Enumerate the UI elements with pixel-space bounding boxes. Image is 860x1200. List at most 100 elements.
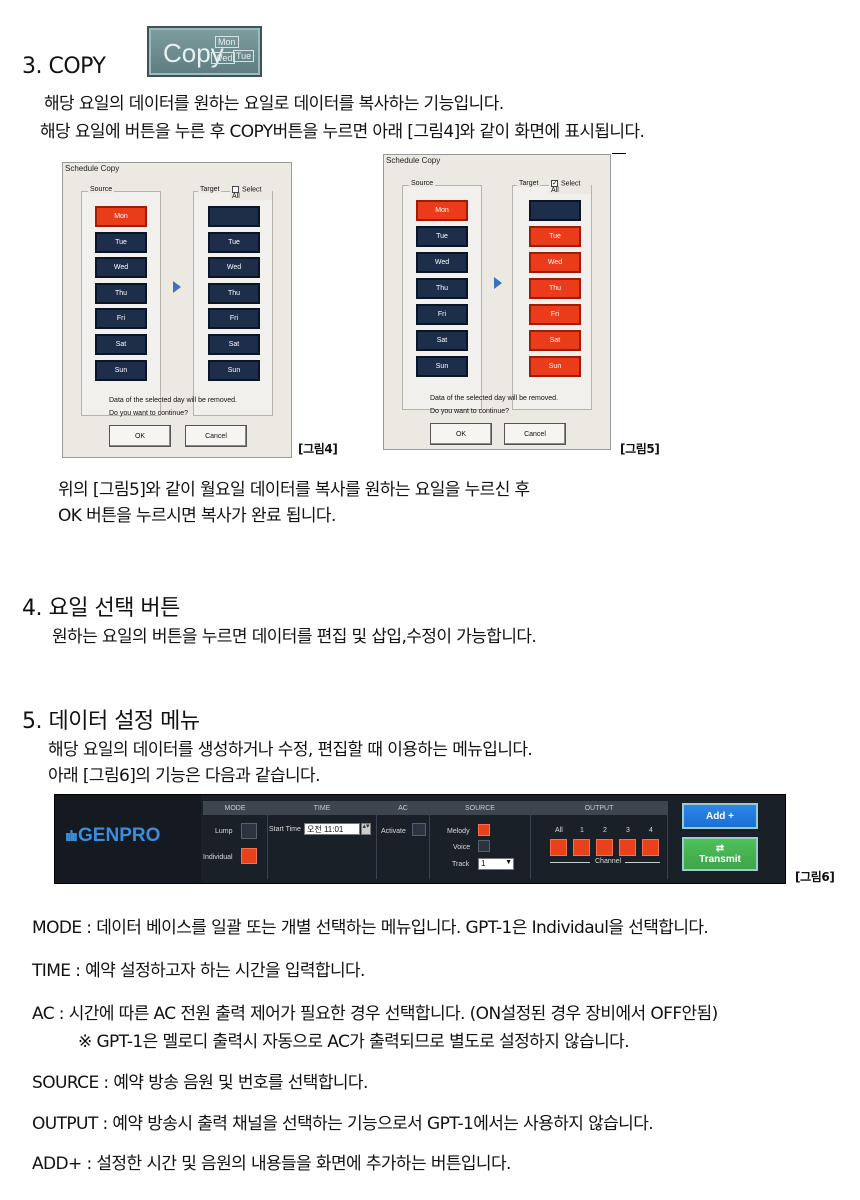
target-day-sat[interactable]: Sat [208,334,260,355]
output-label-4: 4 [649,827,653,834]
source-day-sun[interactable]: Sun [416,356,468,377]
target-day-tue[interactable]: Tue [529,226,581,247]
source-day-thu[interactable]: Thu [416,278,468,299]
fig6-caption: [그림6] [795,870,835,884]
data-setting-panel: ıılıı GENPRO MODE TIME AC SOURCE OUTPUT … [54,794,786,884]
source-day-tue[interactable]: Tue [416,226,468,247]
source-day-sat[interactable]: Sat [95,334,147,355]
output-1-toggle[interactable] [573,839,590,856]
source-day-wed[interactable]: Wed [95,257,147,278]
source-day-fri[interactable]: Fri [416,304,468,325]
melody-label: Melody [447,828,470,835]
output-3-toggle[interactable] [619,839,636,856]
select-all-checkbox[interactable]: Select All [230,186,272,201]
header-time: TIME [268,801,376,815]
source-day-thu[interactable]: Thu [95,283,147,304]
definition-output: OUTPUT : 예약 방송시 출력 채널을 선택하는 기능으로서 GPT-1에… [32,1114,654,1134]
target-day-wed[interactable]: Wed [529,252,581,273]
target-day-fri[interactable]: Fri [529,304,581,325]
source-label: Source [88,186,115,193]
target-group: Target ✓Select All Tue Wed Thu Fri Sat S… [512,180,592,410]
target-day-thu[interactable]: Thu [208,283,260,304]
source-day-mon[interactable]: Mon [95,206,147,227]
target-day-thu[interactable]: Thu [529,278,581,299]
transmit-arrows-icon: ⇄ [715,843,725,854]
output-2-toggle[interactable] [596,839,613,856]
dialog-message-1: Data of the selected day will be removed… [109,397,238,404]
channel-line-right [625,862,660,863]
channel-label: Channel [595,858,622,865]
cancel-button[interactable]: Cancel [504,423,566,445]
activate-label: Activate [381,828,406,835]
source-group: Source Mon Tue Wed Thu Fri Sat Sun [81,186,161,416]
time-spinner[interactable]: ▴▾ [361,823,371,835]
source-day-sat[interactable]: Sat [416,330,468,351]
after-dialog-line-2: OK 버튼을 누르시면 복사가 완료 됩니다. [58,506,336,526]
output-label-1: 1 [580,827,584,834]
source-day-wed[interactable]: Wed [416,252,468,273]
section-5-heading: 5. 데이터 설정 메뉴 [22,709,200,734]
melody-toggle[interactable] [478,824,490,836]
track-select[interactable]: 1▼ [478,858,514,870]
target-day-mon[interactable] [208,206,260,227]
select-all-label: Select All [551,180,581,195]
target-day-wed[interactable]: Wed [208,257,260,278]
checkbox-empty-icon [232,186,239,193]
target-label: Target [200,186,220,193]
header-output: OUTPUT [531,801,667,815]
copy-wed-label: Wed [211,52,236,64]
source-day-fri[interactable]: Fri [95,308,147,329]
add-button[interactable]: Add + [682,803,758,829]
section-4-heading: 4. 요일 선택 버튼 [22,596,180,621]
target-label: Target [519,180,539,187]
start-time-input[interactable]: 오전 11:01 [304,823,360,835]
target-day-mon[interactable] [529,200,581,221]
sound-wave-icon: ıılıı [65,828,79,845]
section-3-line-2: 해당 요일에 버튼을 누른 후 COPY버튼을 누르면 아래 [그림4]와 같이… [40,122,645,142]
ok-button[interactable]: OK [109,425,171,447]
schedule-copy-dialog-fig4: Schedule Copy Source Mon Tue Wed Thu Fri… [62,162,292,458]
dialog-title: Schedule Copy [386,156,441,165]
voice-toggle[interactable] [478,840,490,852]
individual-toggle[interactable] [241,848,257,864]
select-all-label: Select All [232,186,262,201]
checkbox-checked-icon: ✓ [551,180,558,187]
transmit-button[interactable]: ⇄ Transmit [682,837,758,871]
target-day-tue[interactable]: Tue [208,232,260,253]
lump-toggle[interactable] [241,823,257,839]
header-ac: AC [377,801,429,815]
dialog-message-2: Do you want to continue? [109,410,188,417]
ac-activate-toggle[interactable] [412,823,426,836]
select-all-checkbox[interactable]: ✓Select All [549,180,591,195]
dialog-title: Schedule Copy [65,164,120,173]
ok-button[interactable]: OK [430,423,492,445]
definition-ac: AC : 시간에 따른 AC 전원 출력 제어가 필요한 경우 선택합니다. (… [32,1004,718,1024]
divider [429,801,430,879]
fig5-caption: [그림5] [620,442,660,456]
cancel-button[interactable]: Cancel [185,425,247,447]
divider [530,801,531,879]
source-day-mon[interactable]: Mon [416,200,468,221]
fig4-caption: [그림4] [298,442,338,456]
voice-label: Voice [453,844,471,851]
section-5-line-1: 해당 요일의 데이터를 생성하거나 수정, 편집할 때 이용하는 메뉴입니다. [48,740,533,760]
target-day-sat[interactable]: Sat [529,330,581,351]
definition-add: ADD+ : 설정한 시간 및 음원의 내용들을 화면에 추가하는 버튼입니다. [32,1154,511,1174]
lump-label: Lump [215,828,233,835]
output-all-toggle[interactable] [550,839,567,856]
source-group: Source Mon Tue Wed Thu Fri Sat Sun [402,180,482,410]
fig5-top-line [612,153,626,154]
definition-source: SOURCE : 예약 방송 음원 및 번호를 선택합니다. [32,1073,368,1093]
target-day-fri[interactable]: Fri [208,308,260,329]
output-4-toggle[interactable] [642,839,659,856]
channel-line-left [550,862,590,863]
individual-label: Individual [203,854,233,861]
copy-tue-label: Tue [233,50,255,62]
panel-logo-area: ıılıı GENPRO [55,795,201,883]
output-label-2: 2 [603,827,607,834]
source-day-sun[interactable]: Sun [95,360,147,381]
target-day-sun[interactable]: Sun [529,356,581,377]
definition-ac-note: ※ GPT-1은 멜로디 출력시 자동으로 AC가 출력되므로 별도로 설정하지… [78,1032,630,1052]
target-day-sun[interactable]: Sun [208,360,260,381]
source-day-tue[interactable]: Tue [95,232,147,253]
